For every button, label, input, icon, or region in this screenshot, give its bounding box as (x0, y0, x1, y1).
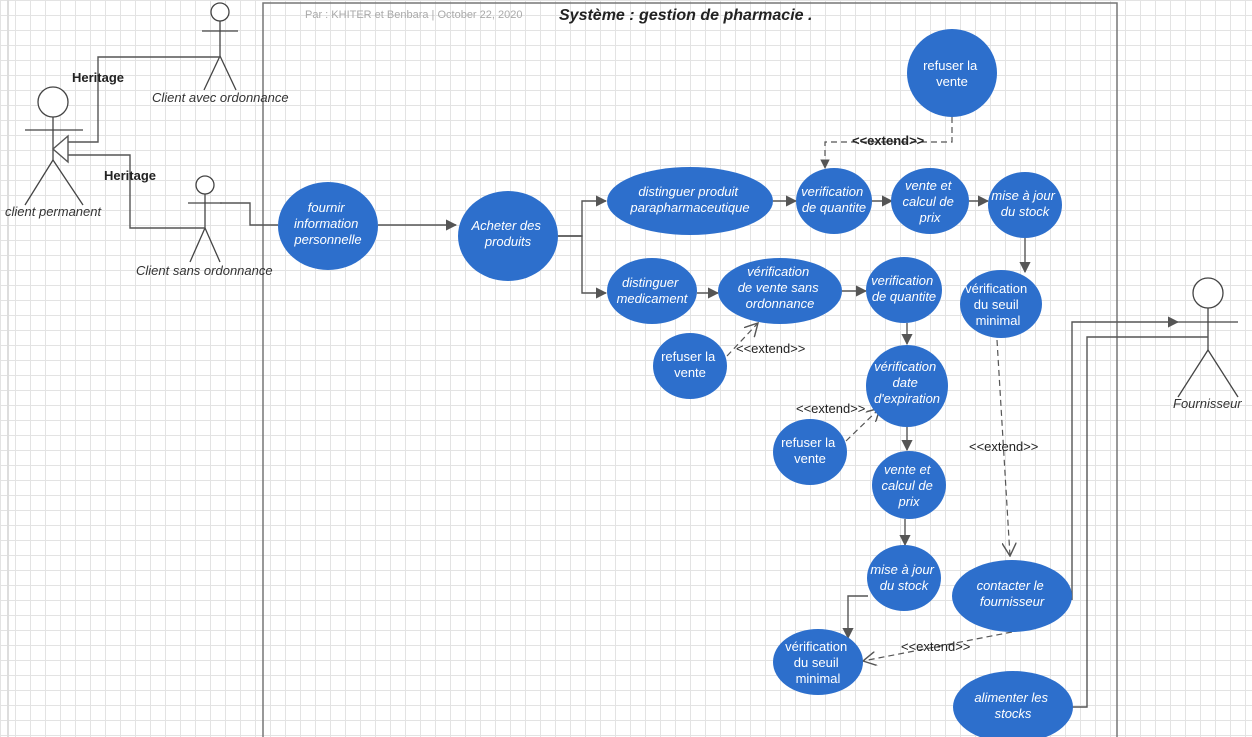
usecase-acheter[interactable] (458, 191, 558, 281)
uc-label-vente-top: vente et calcul de prix (903, 178, 958, 225)
usecase-maj-low[interactable] (867, 545, 941, 611)
meta-text: Par : KHITER et Benbara | October 22, 20… (305, 9, 522, 21)
actor-fournisseur[interactable] (1177, 277, 1239, 398)
usecase-vente-low[interactable] (872, 451, 946, 519)
uc-label-distinguer-para: distinguer produit parapharmaceutique (629, 184, 749, 215)
usecase-seuil-low[interactable] (773, 629, 863, 695)
uc-label-refuser-mid: refuser la vente (661, 349, 719, 380)
uc-label-verif-qte-top: verification de quantite (801, 184, 867, 215)
extend-label-contact: <<extend>> (901, 639, 970, 654)
extend-label-mid: <<extend>> (736, 341, 805, 356)
usecase-refuser-mid[interactable] (653, 333, 727, 399)
actor-label-permanent: client permanent (5, 204, 102, 219)
heritage-line-avec (68, 56, 220, 143)
usecase-distinguer-para[interactable] (607, 167, 773, 235)
heritage-label-1: Heritage (72, 70, 124, 85)
uc-label-seuil-top: vérification du seuil minimal (965, 281, 1031, 328)
usecase-seuil-top[interactable] (960, 270, 1042, 338)
uc-label-maj-top: mise à jour du stock (991, 188, 1058, 219)
actor-client-avec-ordonnance[interactable] (202, 2, 238, 91)
usecase-verif-date[interactable] (866, 345, 948, 427)
extend-label-top: <<extend>> (852, 133, 925, 148)
uc-label-verif-date: vérification date d'expiration (874, 359, 940, 406)
usecase-verif-vente-sans[interactable] (718, 258, 842, 324)
uc-label-vente-low: vente et calcul de prix (882, 462, 937, 509)
extend-label-seuil: <<extend>> (969, 439, 1038, 454)
heritage-arrowhead (51, 134, 69, 164)
uc-label-acheter: Acheter des produits (471, 218, 545, 249)
uc-label-refuser-top: refuser la vente (923, 58, 981, 89)
system-boundary (262, 2, 1118, 737)
uc-label-seuil-low: vérification du seuil minimal (785, 639, 851, 686)
actor-client-permanent[interactable] (24, 86, 84, 206)
uc-label-verif-qte-mid: verification de quantite (871, 273, 937, 304)
usecase-vente-top[interactable] (891, 168, 969, 234)
heritage-label-2: Heritage (104, 168, 156, 183)
usecase-alimenter[interactable] (953, 671, 1073, 737)
usecase-verif-qte-top[interactable] (796, 168, 872, 234)
usecase-contacter[interactable] (952, 560, 1072, 632)
system-title: Système : gestion de pharmacie . (559, 7, 812, 24)
actor-label-avec: Client avec ordonnance (152, 90, 289, 105)
uc-label-contacter: contacter le fournisseur (977, 578, 1048, 609)
connectors (68, 56, 1208, 708)
uc-label-alimenter: alimenter les stocks (974, 690, 1051, 721)
extend-label-low: <<extend>> (796, 401, 865, 416)
usecase-maj-top[interactable] (988, 172, 1062, 238)
actor-client-sans-ordonnance[interactable] (188, 175, 222, 263)
heritage-line-sans (68, 154, 205, 229)
extend-connectors (726, 117, 1012, 661)
usecase-refuser-top[interactable] (907, 29, 997, 117)
association-line-sans (220, 202, 278, 226)
uc-label-fournir: fournir information personnelle (293, 200, 362, 247)
uc-label-refuser-low: refuser la vente (781, 435, 839, 466)
usecase-fournir[interactable] (278, 182, 378, 270)
usecase-refuser-low[interactable] (773, 419, 847, 485)
usecase-distinguer-med[interactable] (607, 258, 697, 324)
usecase-verif-qte-mid[interactable] (866, 257, 942, 323)
uc-label-verif-vente-sans: vérification de vente sans ordonnance (738, 264, 823, 311)
uc-label-maj-low: mise à jour du stock (870, 562, 937, 593)
actor-label-fournisseur: Fournisseur (1173, 396, 1242, 411)
uc-label-distinguer-med: distinguer medicament (617, 275, 689, 306)
actor-label-sans: Client sans ordonnance (136, 263, 273, 278)
